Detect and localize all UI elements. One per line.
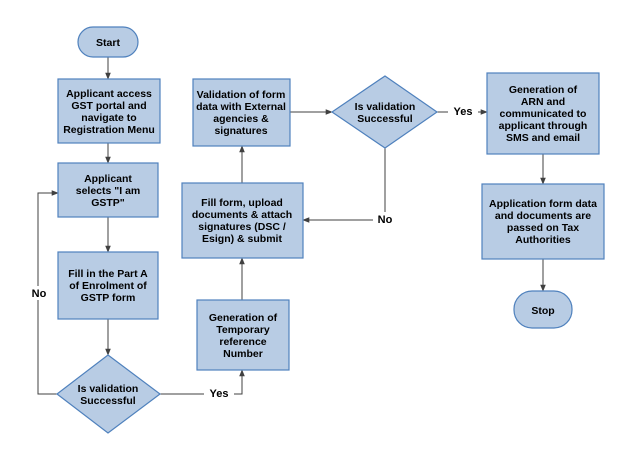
validation-ext-line: agencies & — [213, 113, 269, 125]
validation1-line: Is validation — [78, 383, 139, 395]
trn-line: Generation of — [209, 312, 278, 324]
trn-line: Number — [223, 348, 263, 360]
svg-text:Yes: Yes — [454, 106, 473, 118]
stop-terminal — [513, 290, 573, 329]
passed-box — [481, 183, 605, 260]
stop-line: Stop — [531, 305, 554, 317]
fill-part-a-line: GSTP form — [81, 292, 136, 304]
passed-line: Application form data — [489, 198, 597, 210]
arn-line: Generation of — [509, 84, 578, 96]
fill-part-a-line: of Enrolment of — [69, 280, 147, 292]
svg-text:No: No — [378, 214, 393, 226]
edge-validation1-yes-to-trn — [160, 369, 245, 395]
selects-gstp-box — [57, 162, 159, 218]
validation1-line: Successful — [80, 395, 136, 407]
fill-part-a-line: Fill in the Part A — [68, 268, 148, 280]
svg-text:Yes: Yes — [210, 388, 229, 400]
trn-box — [196, 299, 290, 371]
svg-text:No: No — [32, 288, 47, 300]
fill-upload-line: documents & attach — [192, 209, 292, 221]
arn-line: applicant through — [499, 120, 588, 132]
edge-label-no-left: No — [30, 286, 48, 300]
access-line: navigate to — [81, 112, 136, 124]
arn-line: SMS and email — [506, 132, 580, 144]
stop-label: Stop — [531, 305, 554, 317]
passed-line: Authorities — [515, 234, 571, 246]
passed-line: and documents are — [495, 210, 591, 222]
start-label: Start — [96, 37, 120, 49]
access-line: GST portal and — [71, 100, 146, 112]
edge-label-yes-top: Yes — [448, 104, 478, 118]
arn-box — [486, 72, 600, 155]
fill-part-a-box — [57, 251, 159, 320]
trn-line: reference — [219, 336, 266, 348]
access-line: Registration Menu — [63, 124, 155, 136]
fill-upload-box — [181, 182, 304, 259]
validation1-decision — [56, 354, 161, 434]
validation-ext-line: data with External — [196, 101, 286, 113]
edge-label-yes-bottom: Yes — [204, 386, 234, 400]
validation2-line: Successful — [357, 113, 413, 125]
validation-ext-box — [192, 78, 291, 147]
passed-line: passed on Tax — [507, 222, 579, 234]
edge-validation2-no-to-fill-upload — [302, 148, 386, 223]
arn-line: communicated to — [500, 108, 587, 120]
start-terminal — [77, 26, 139, 58]
fill-upload-line: signatures (DSC / — [198, 221, 286, 233]
validation2-decision — [330, 75, 439, 149]
selects-line: GSTP" — [91, 197, 125, 209]
access-line: Applicant access — [66, 88, 152, 100]
edge-label-no-mid: No — [373, 212, 397, 226]
validation-ext-line: signatures — [214, 125, 267, 137]
access-portal-box — [57, 78, 161, 144]
start-line: Start — [96, 37, 120, 49]
selects-line: Applicant — [84, 173, 132, 185]
validation2-line: Is validation — [355, 101, 416, 113]
fill-upload-line: Fill form, upload — [201, 197, 283, 209]
selects-line: selects "I am — [76, 185, 141, 197]
arn-line: ARN and — [521, 96, 565, 108]
validation-ext-line: Validation of form — [197, 89, 286, 101]
fill-upload-line: Esign) & submit — [202, 233, 282, 245]
trn-line: Temporary — [216, 324, 270, 336]
